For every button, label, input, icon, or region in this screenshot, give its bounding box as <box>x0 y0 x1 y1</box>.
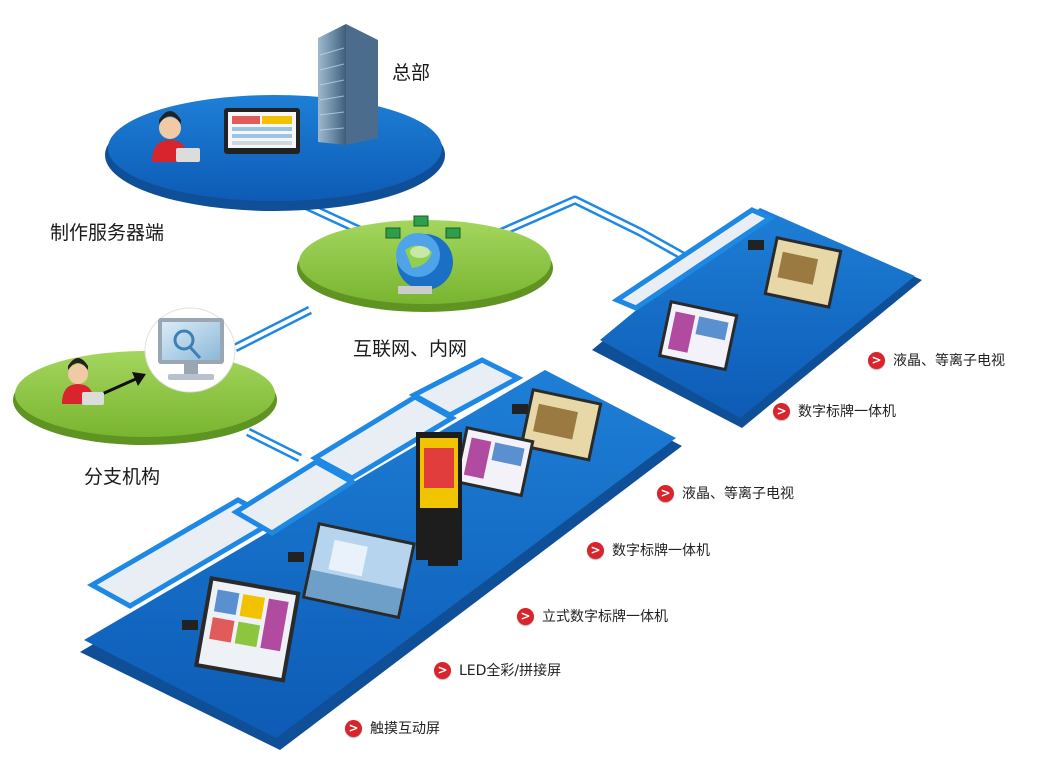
lower-device-item: > 数字标牌一体机 <box>587 540 710 560</box>
signage-device <box>453 426 535 498</box>
arrow-right-icon: > <box>517 607 534 625</box>
device-label: LED全彩/拼接屏 <box>459 663 562 679</box>
monitor-icon <box>224 108 300 154</box>
building-icon <box>318 24 378 145</box>
branch-node <box>13 307 277 445</box>
lcd-tv-device <box>519 388 603 462</box>
network-links <box>232 195 693 463</box>
headquarters-node <box>105 24 445 211</box>
label-headquarters: 总部 <box>392 62 431 84</box>
label-branch: 分支机构 <box>84 466 161 488</box>
arrow-right-icon: > <box>587 541 604 559</box>
lower-device-item: > 触摸互动屏 <box>345 718 440 738</box>
arrow-right-icon: > <box>434 661 451 679</box>
media-player-box <box>182 620 198 630</box>
user-operator-icon <box>152 111 200 162</box>
lower-site-displays <box>182 388 603 683</box>
computer-icon <box>385 215 461 239</box>
device-label: 立式数字标牌一体机 <box>542 609 668 625</box>
monitor-icon <box>144 307 236 393</box>
label-production-server: 制作服务器端 <box>50 222 165 244</box>
upper-site-displays <box>657 236 843 372</box>
upper-device-item: > 液晶、等离子电视 <box>868 350 1005 370</box>
media-player-box <box>748 240 764 250</box>
device-label: 触摸互动屏 <box>370 721 440 737</box>
arrow-right-icon: > <box>868 351 885 369</box>
network-node <box>297 215 553 312</box>
device-label: 液晶、等离子电视 <box>682 486 794 502</box>
arrow-right-icon <box>101 372 146 396</box>
user-operator-icon <box>62 358 104 405</box>
led-wall-device <box>301 522 416 620</box>
lower-device-item: > LED全彩/拼接屏 <box>434 660 561 680</box>
kiosk-device <box>416 432 462 566</box>
lower-device-item: > 立式数字标牌一体机 <box>517 606 668 626</box>
media-player-box <box>512 404 528 414</box>
upper-device-item: > 数字标牌一体机 <box>773 401 896 421</box>
device-label: 液晶、等离子电视 <box>893 353 1005 369</box>
signage-device <box>657 300 739 372</box>
arrow-right-icon: > <box>773 402 790 420</box>
device-label: 数字标牌一体机 <box>612 543 710 559</box>
arrow-right-icon: > <box>345 719 362 737</box>
globe-icon <box>396 233 453 294</box>
lower-device-item: > 液晶、等离子电视 <box>657 483 794 503</box>
lcd-tv-device <box>763 236 843 309</box>
arrow-right-icon: > <box>657 484 674 502</box>
label-network: 互联网、内网 <box>353 338 468 360</box>
touch-screen-device <box>194 576 301 683</box>
device-label: 数字标牌一体机 <box>798 404 896 420</box>
media-player-box <box>288 552 304 562</box>
